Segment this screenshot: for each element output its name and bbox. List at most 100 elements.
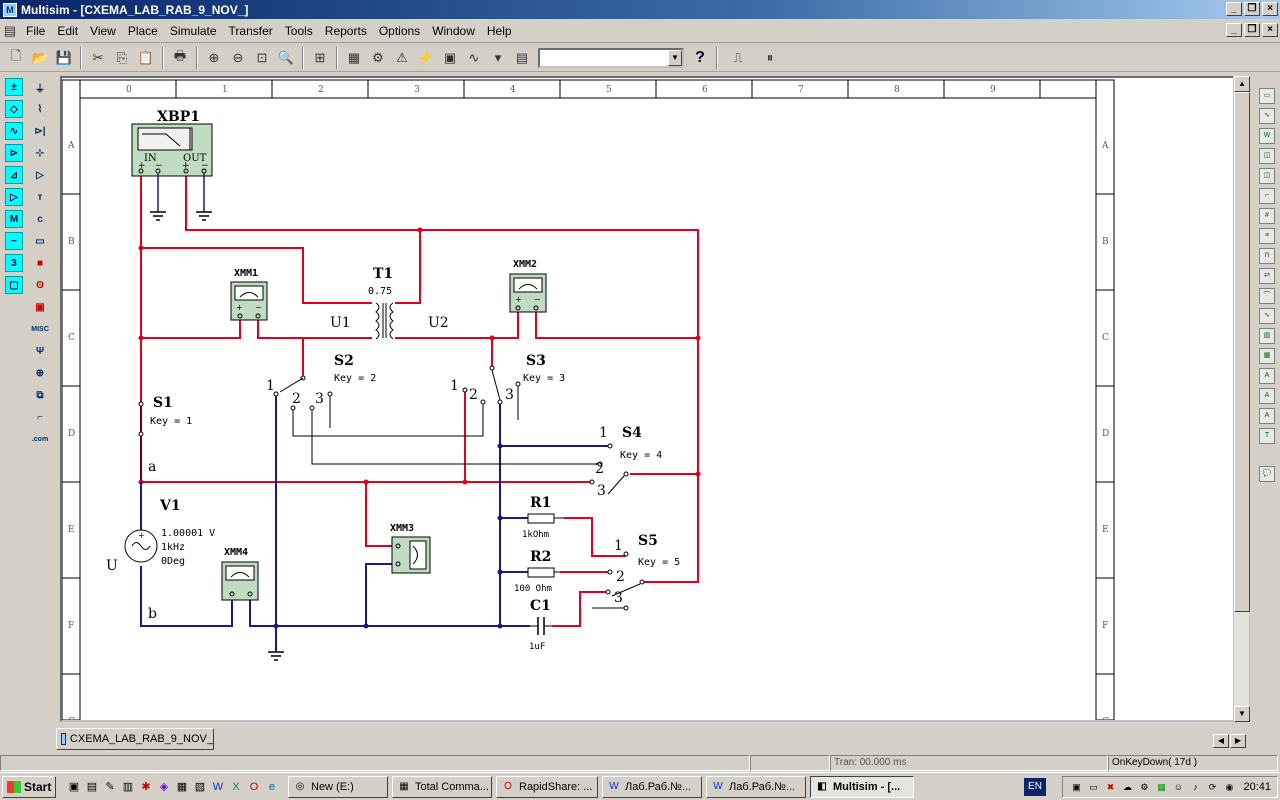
tray-lan-icon[interactable]: ▦ xyxy=(1157,782,1166,792)
xbp1-bode-plotter[interactable]: XBP1 IN OUT +− +− xyxy=(131,109,213,177)
pause-icon[interactable]: ⏸ xyxy=(766,49,774,65)
frequency-counter-icon[interactable]: # xyxy=(1259,208,1275,224)
ground-source-icon[interactable]: ⏚ xyxy=(35,83,45,95)
misc-digital-icon[interactable]: ▢ xyxy=(5,276,23,294)
xmm4-multimeter[interactable]: XMM4 xyxy=(221,547,259,601)
language-indicator[interactable]: EN xyxy=(1024,778,1046,796)
ttl-icon[interactable]: ▷ xyxy=(5,188,23,206)
indicator-icon[interactable]: 3 xyxy=(5,254,23,272)
simulate-switch-icon[interactable]: ⎍ xyxy=(733,49,743,65)
quicklaunch-excel-icon[interactable]: X xyxy=(232,780,240,793)
xmm3-multimeter[interactable]: XMM3 xyxy=(390,523,431,574)
s5-switch[interactable]: S5 Key = 5 1 2 3 xyxy=(605,533,680,611)
doc-restore-button[interactable]: ❐ xyxy=(1244,23,1260,37)
spectrum-analyzer-icon[interactable]: ▥ xyxy=(1259,328,1275,344)
tab-cxema[interactable]: CXEMA_LAB_RAB_9_NOV_ xyxy=(56,728,214,750)
oscilloscope-icon[interactable]: ◫ xyxy=(1259,148,1275,164)
s3-switch[interactable]: S3 Key = 3 1 2 3 xyxy=(450,353,565,405)
logic-analyzer-icon[interactable]: ⊓ xyxy=(1259,248,1275,264)
xmm1-multimeter[interactable]: +− XMM1 xyxy=(230,268,268,321)
s1-switch[interactable]: S1 Key = 1 xyxy=(138,395,192,437)
quicklaunch-notes-icon[interactable]: ✎ xyxy=(105,780,115,793)
menu-tools[interactable]: Tools xyxy=(284,23,313,38)
tektronix-scope-icon[interactable]: T xyxy=(1259,428,1275,444)
logic-converter-icon[interactable]: ⇄ xyxy=(1259,268,1275,284)
word-generator-icon[interactable]: ≡ xyxy=(1259,228,1275,244)
bom-icon[interactable]: ▤ xyxy=(515,49,529,65)
paste-icon[interactable]: 📋 xyxy=(137,49,155,65)
hierarchy-block-icon[interactable]: ⧉ xyxy=(36,389,44,401)
antenna-icon[interactable]: Ψ xyxy=(35,345,45,357)
multimeter-icon[interactable]: ▭ xyxy=(1259,88,1275,104)
tray-monitor-icon[interactable]: ▭ xyxy=(1089,782,1098,792)
zoom-in-icon[interactable]: ⊕ xyxy=(208,49,220,65)
quicklaunch-film-icon[interactable]: ▥ xyxy=(122,780,134,793)
multisim-app-icon[interactable]: M xyxy=(3,2,17,17)
t1-transformer[interactable]: T1 0.75 U1 U2 xyxy=(330,266,449,340)
quicklaunch-star-icon[interactable]: ✱ xyxy=(141,780,151,793)
r2-resistor[interactable]: R2 100 Ohm xyxy=(514,549,560,594)
zoom-fit-icon[interactable]: 🔍 xyxy=(277,49,295,65)
electromech-icon[interactable]: ⊕ xyxy=(35,367,45,379)
transistor-icon[interactable]: ⊳ xyxy=(5,144,23,162)
quicklaunch-desktop-icon[interactable]: ▤ xyxy=(86,780,98,793)
save-icon[interactable]: 💾 xyxy=(55,49,73,65)
document-icon[interactable]: ▤ xyxy=(3,22,17,38)
quicklaunch-app-icon[interactable]: ▣ xyxy=(68,780,80,793)
agilent-scope-icon[interactable]: A xyxy=(1259,408,1275,424)
bode-plotter-icon[interactable]: ⌐ xyxy=(1259,188,1275,204)
tray-update-icon[interactable]: ⟳ xyxy=(1208,782,1217,792)
network-analyzer-icon[interactable]: ▦ xyxy=(1259,348,1275,364)
zoom-area-icon[interactable]: ⊡ xyxy=(256,49,268,65)
print-icon[interactable]: 🖶 xyxy=(173,47,187,63)
menu-edit[interactable]: Edit xyxy=(57,23,79,38)
zoom-out-icon[interactable]: ⊖ xyxy=(232,49,244,65)
quicklaunch-save-icon[interactable]: ▦ xyxy=(176,780,188,793)
basic-icon[interactable]: ◇ xyxy=(5,100,23,118)
bjt-icon[interactable]: ⊹ xyxy=(35,147,45,159)
cut-icon[interactable]: ✂ xyxy=(92,49,104,65)
misc-icon[interactable]: ▣ xyxy=(35,301,45,313)
spreadsheet-icon[interactable]: ▦ xyxy=(347,49,361,65)
task-multisim[interactable]: ◧Multisim - [... xyxy=(810,775,914,798)
in-use-list-combo[interactable]: ▼ xyxy=(538,47,684,68)
start-button[interactable]: Start xyxy=(2,775,56,798)
tray-cloud-icon[interactable]: ☁ xyxy=(1122,782,1132,792)
sources-icon[interactable]: ± xyxy=(5,78,23,96)
bus-icon[interactable]: ⌐ xyxy=(37,411,43,423)
menu-options[interactable]: Options xyxy=(378,23,421,38)
function-generator-icon[interactable]: ∿ xyxy=(1259,108,1275,124)
quicklaunch-word-icon[interactable]: W xyxy=(212,780,224,793)
iv-analyzer-icon[interactable]: ⌒ xyxy=(1259,288,1275,304)
tray-gear-icon[interactable]: ⚙ xyxy=(1140,782,1149,792)
tray-people-icon[interactable]: ☺ xyxy=(1173,782,1184,792)
close-button[interactable]: × xyxy=(1262,2,1278,16)
agilent-multimeter-icon[interactable]: A xyxy=(1259,388,1275,404)
menu-place[interactable]: Place xyxy=(127,23,158,38)
indicator-lamp-icon[interactable]: ʘ xyxy=(36,279,44,291)
erc-icon[interactable]: ⚠ xyxy=(396,49,408,65)
tray-volume-icon[interactable]: ♪ xyxy=(1193,782,1198,792)
tab-right-icon[interactable]: ▶ xyxy=(1230,734,1246,748)
dotcom-icon[interactable]: .com xyxy=(31,435,49,443)
cmos-icon[interactable]: M xyxy=(5,210,23,228)
menu-file[interactable]: File xyxy=(26,23,46,38)
diode-symbol-icon[interactable]: ⊳| xyxy=(34,125,46,137)
postprocessor-icon[interactable]: ▣ xyxy=(443,49,457,65)
restore-button[interactable]: ❐ xyxy=(1244,2,1260,16)
hierarchy-icon[interactable]: ⊞ xyxy=(314,49,326,65)
menu-view[interactable]: View xyxy=(90,23,116,38)
cmos-chip-icon[interactable]: ᴄ xyxy=(37,213,43,225)
tray-network-icon[interactable]: ▣ xyxy=(1072,782,1081,792)
misc-label-icon[interactable]: MISC xyxy=(31,325,49,333)
vertical-scrollbar[interactable]: ▲ ▼ xyxy=(1233,76,1250,722)
open-folder-icon[interactable]: 📂 xyxy=(31,49,49,65)
menu-window[interactable]: Window xyxy=(432,23,475,38)
analog-icon[interactable]: ⊿ xyxy=(5,166,23,184)
instrument-dropdown-icon[interactable]: ▾ xyxy=(494,49,502,65)
doc-minimize-button[interactable]: _ xyxy=(1226,23,1242,37)
